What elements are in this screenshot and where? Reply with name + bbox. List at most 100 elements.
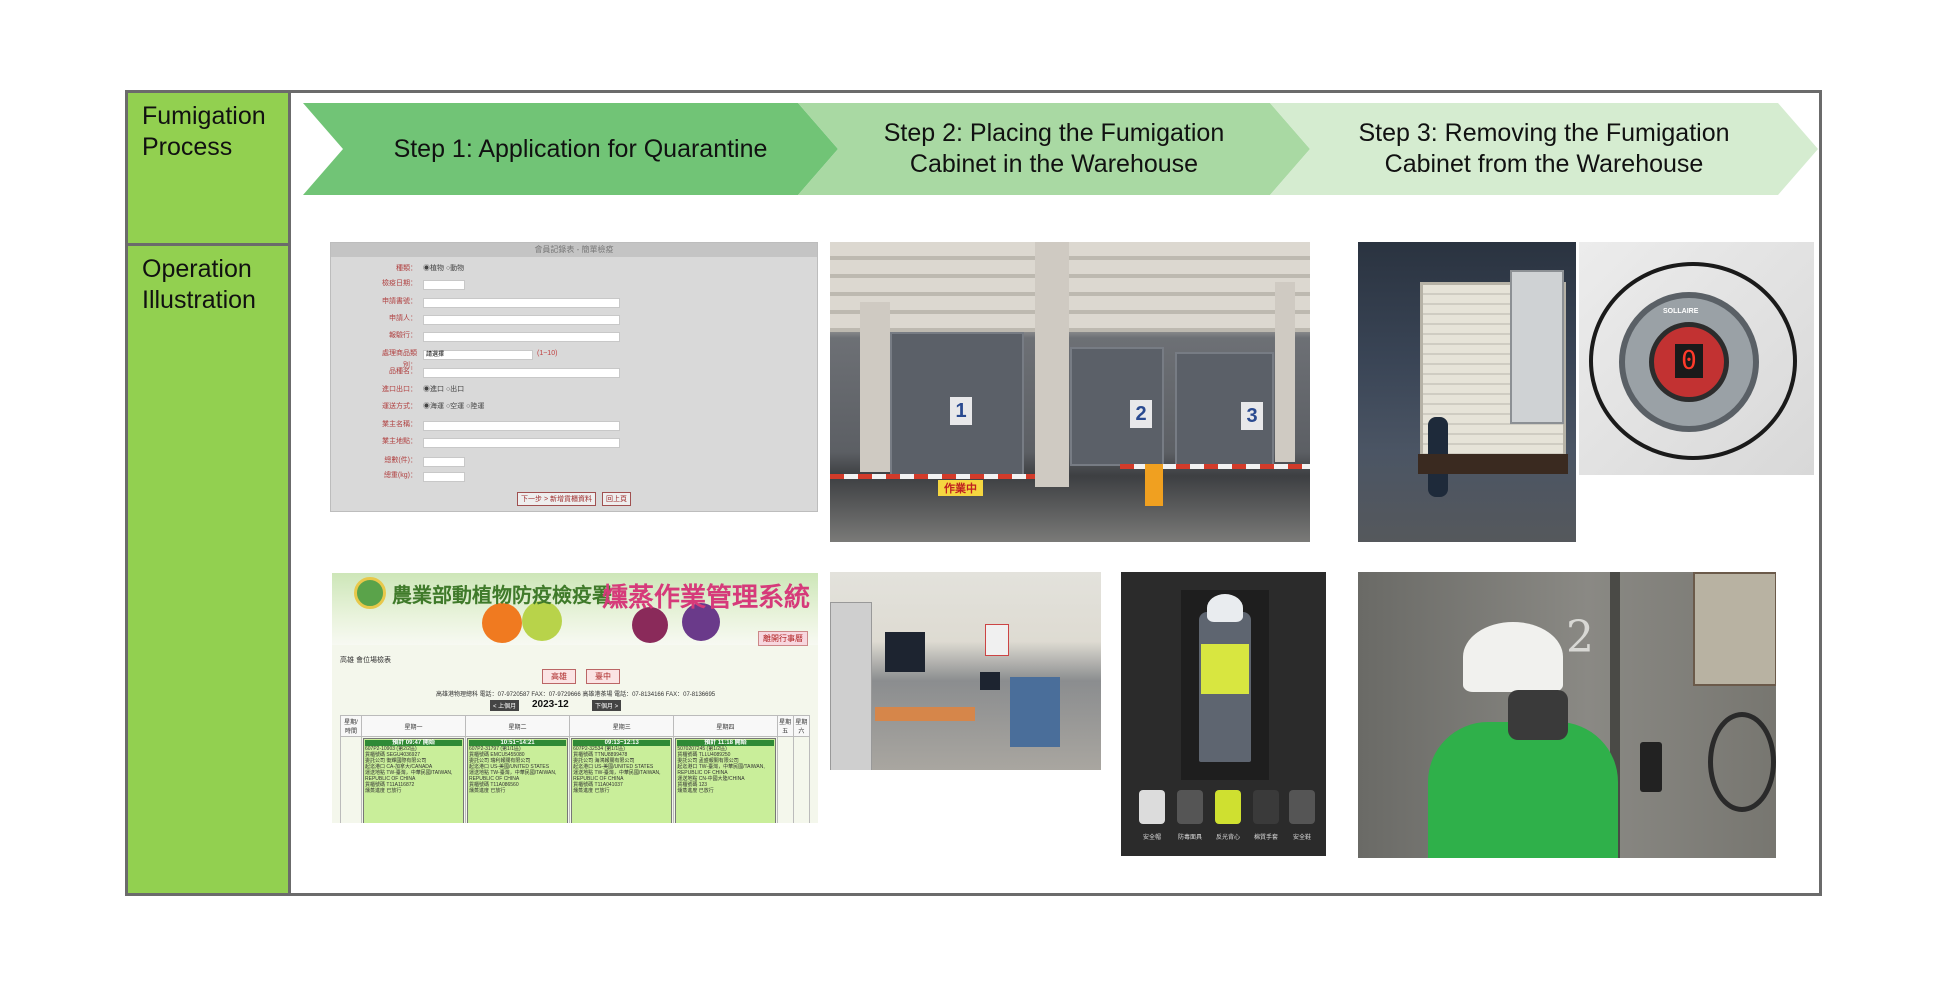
monitor <box>885 632 925 672</box>
barrier-bar <box>1120 464 1310 469</box>
system-banner <box>332 573 818 645</box>
weight-input[interactable] <box>423 472 465 482</box>
form-label: 進口出口： <box>382 386 417 393</box>
form-label: 品種名： <box>389 368 417 375</box>
cabinet-number: 2 <box>1130 400 1152 428</box>
ppe-caption: 棉質手套 <box>1253 835 1278 841</box>
prev-month-button[interactable]: < 上個月 <box>490 700 520 711</box>
date-input[interactable] <box>423 280 465 290</box>
ppe-caption: 防毒面具 <box>1177 835 1202 841</box>
ppe-caption: 安全帽 <box>1142 835 1161 841</box>
form-label: 報驗行： <box>389 332 417 339</box>
form-label: 申請人： <box>389 315 417 322</box>
protective-equipment-photo: 安全帽 防毒面具 反光背心 棉質手套 安全鞋 <box>1121 572 1326 856</box>
fumigation-cabinets-photo: 1 2 3 作業中 <box>830 242 1310 542</box>
fumigation-management-system-screenshot: 農業部動植物防疫檢疫署 燻蒸作業管理系統 離開行事曆 高雄 會位場檢表 高雄 臺… <box>332 573 818 823</box>
form-label: 檢疫日期： <box>382 280 417 287</box>
tab-taichung[interactable]: 臺中 <box>586 669 620 684</box>
form-title: 會員記錄表 - 簡單檢疫 <box>331 243 817 257</box>
next-step-button[interactable]: 下一步 > 新增貨櫃資料 <box>517 492 596 506</box>
hose-loop <box>1708 712 1776 812</box>
pillar <box>860 302 890 472</box>
process-steps: Step 1: Application for Quarantine Step … <box>303 103 1818 195</box>
gloves-item <box>1253 790 1279 824</box>
row-header-column: Fumigation Process Operation Illustratio… <box>128 93 291 893</box>
form-label: 業主名稱： <box>382 421 417 428</box>
container-removal-photo <box>1358 242 1576 542</box>
barrier-bar <box>830 474 1035 479</box>
gas-mask <box>1508 690 1568 740</box>
column-header: 星期一 <box>361 715 466 737</box>
ppe-caption: 安全鞋 <box>1292 835 1311 841</box>
transport-radio[interactable]: ◉海運 ○空運 ○陸運 <box>423 403 485 410</box>
tab-kaohsiung[interactable]: 高雄 <box>542 669 576 684</box>
cabinet-number: 3 <box>1241 402 1263 430</box>
orange-fruit <box>482 603 522 643</box>
in-operation-sign: 作業中 <box>938 480 983 496</box>
applicant-input[interactable] <box>423 315 620 325</box>
card-title: 預計 11:18 開始 <box>677 740 774 746</box>
variety-input[interactable] <box>423 368 620 378</box>
current-month: 2023-12 <box>532 699 569 710</box>
partition <box>1010 677 1060 747</box>
form-row: 進口出口： ◉進口 ○出口 <box>331 384 817 396</box>
detector-cable <box>1589 262 1797 460</box>
agency-logo <box>354 577 386 609</box>
form-row: 品種名： <box>331 366 817 378</box>
form-row: 處理商品類別：請選擇(1~10) <box>331 348 817 369</box>
broker-input[interactable] <box>423 332 620 342</box>
gas-detector-device <box>1640 742 1662 792</box>
form-row: 業主名稱： <box>331 419 817 431</box>
application-no-input[interactable] <box>423 298 620 308</box>
step-1-arrow: Step 1: Application for Quarantine <box>303 103 838 195</box>
category-select[interactable]: 請選擇 <box>423 350 533 360</box>
column-header: 星期四 <box>673 715 778 737</box>
leave-calendar-button[interactable]: 離開行事曆 <box>758 631 808 646</box>
calendar-cell <box>776 736 794 823</box>
safety-helmet <box>1207 594 1243 622</box>
quantity-input[interactable] <box>423 457 465 467</box>
truck-chassis <box>1418 454 1568 474</box>
card-body: 607P2-32534 (第1/1區) 貨櫃號碼 TTNU8899478 委託公… <box>573 746 661 794</box>
owner-name-input[interactable] <box>423 421 620 431</box>
vest-item <box>1215 790 1241 824</box>
column-header: 星期/時間 <box>340 715 362 737</box>
wall-notice <box>985 624 1009 656</box>
cabinet-edge <box>1610 572 1620 858</box>
form-label: 申請書號： <box>382 298 417 305</box>
form-label: 處理商品類別： <box>382 350 417 369</box>
worker-shirt <box>1428 722 1618 858</box>
kind-radio[interactable]: ◉植物 ○動物 <box>423 265 465 272</box>
system-name: 燻蒸作業管理系統 <box>601 583 810 613</box>
form-label: 業主地點： <box>382 438 417 445</box>
form-row: 總重(kg)： <box>331 470 817 482</box>
card-title: 10:51~14:21 <box>468 740 567 746</box>
quarantine-application-form: 會員記錄表 - 簡單檢疫 種類：◉植物 ○動物 檢疫日期： 申請書號： 申請人：… <box>330 242 818 512</box>
contact-info: 高雄港物理總科 電話：07-9720587 FAX：07-9729666 高雄港… <box>436 692 716 698</box>
control-panel <box>830 602 872 770</box>
ppe-caption: 反光背心 <box>1215 835 1240 841</box>
form-row: 運送方式：◉海運 ○空運 ○陸運 <box>331 401 817 413</box>
import-radio[interactable]: ◉進口 ○出口 <box>423 386 465 393</box>
form-row: 申請人： <box>331 313 817 325</box>
owner-location-input[interactable] <box>423 438 620 448</box>
form-row: 種類：◉植物 ○動物 <box>331 263 817 275</box>
gas-detector-photo: SOLLAIRE 0 <box>1579 242 1814 475</box>
form-row: 業主地點： <box>331 436 817 448</box>
form-row: 檢疫日期： <box>331 278 817 290</box>
next-month-button[interactable]: 下個月 > <box>592 700 622 711</box>
control-room-photo <box>830 572 1101 770</box>
card-title: 09:13~12:13 <box>573 740 671 746</box>
process-table: Fumigation Process Operation Illustratio… <box>125 90 1822 896</box>
detector-brand: SOLLAIRE <box>1663 308 1699 315</box>
form-label: 總數(件)： <box>384 457 417 464</box>
back-button[interactable]: 回上頁 <box>601 492 631 506</box>
